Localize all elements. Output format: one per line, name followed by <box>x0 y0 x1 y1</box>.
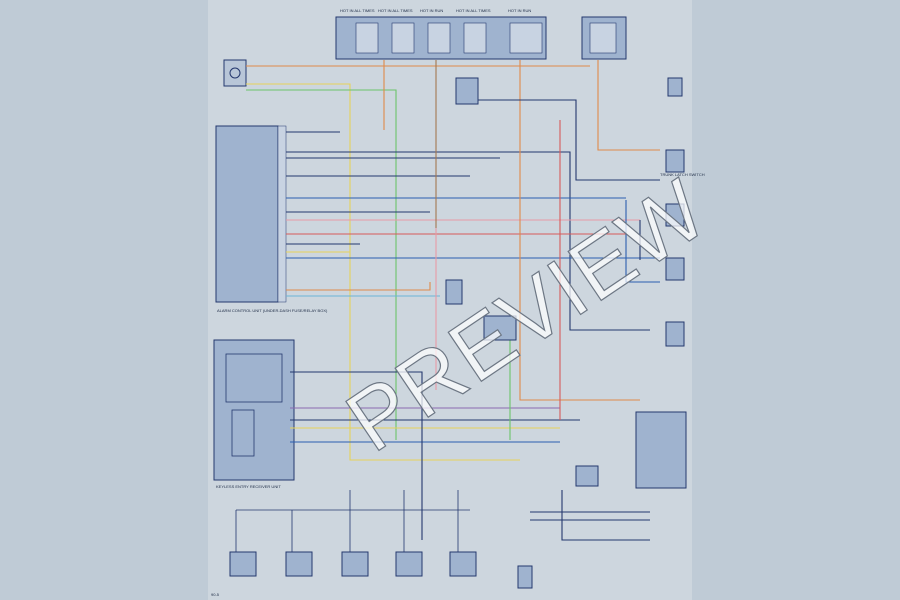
lock-cylinder <box>517 565 533 589</box>
fuse-col-1: HOT IN ALL TIMES <box>340 8 375 13</box>
alarm-panel-label: ALARM CONTROL UNIT (UNDER-DASH FUSE/RELA… <box>217 308 328 313</box>
center-relay <box>483 315 517 341</box>
horn-relay <box>445 279 463 305</box>
fuse-col-3: HOT IN RUN <box>420 8 443 13</box>
door-lock-relay <box>455 77 479 105</box>
hood-switch <box>667 77 683 97</box>
fuse-box: HOT IN ALL TIMES HOT IN ALL TIMES HOT IN… <box>335 8 547 60</box>
control-unit-right <box>635 411 687 489</box>
page-footer: 90-5 <box>211 592 220 597</box>
fuse-col-2: HOT IN ALL TIMES <box>378 8 413 13</box>
door-switch-3 <box>665 321 685 347</box>
keyless-unit: KEYLESS ENTRY RECEIVER UNIT <box>213 339 295 489</box>
wires <box>246 60 660 541</box>
fuse-col-4: HOT IN ALL TIMES <box>456 8 491 13</box>
horn-icon <box>223 59 247 87</box>
door-switch-1 <box>665 203 685 227</box>
alarm-panel: ALARM CONTROL UNIT (UNDER-DASH FUSE/RELA… <box>215 125 328 313</box>
door-lock-actuators <box>229 490 477 577</box>
door-switch-2 <box>665 257 685 281</box>
trunk-switch <box>665 149 685 173</box>
trunk-switch-label: TRUNK LATCH SWITCH <box>660 172 705 177</box>
keyless-unit-label: KEYLESS ENTRY RECEIVER UNIT <box>216 484 281 489</box>
fuse-col-5: HOT IN RUN <box>508 8 531 13</box>
right-switches: TRUNK LATCH SWITCH <box>660 77 705 347</box>
small-module <box>575 465 599 487</box>
